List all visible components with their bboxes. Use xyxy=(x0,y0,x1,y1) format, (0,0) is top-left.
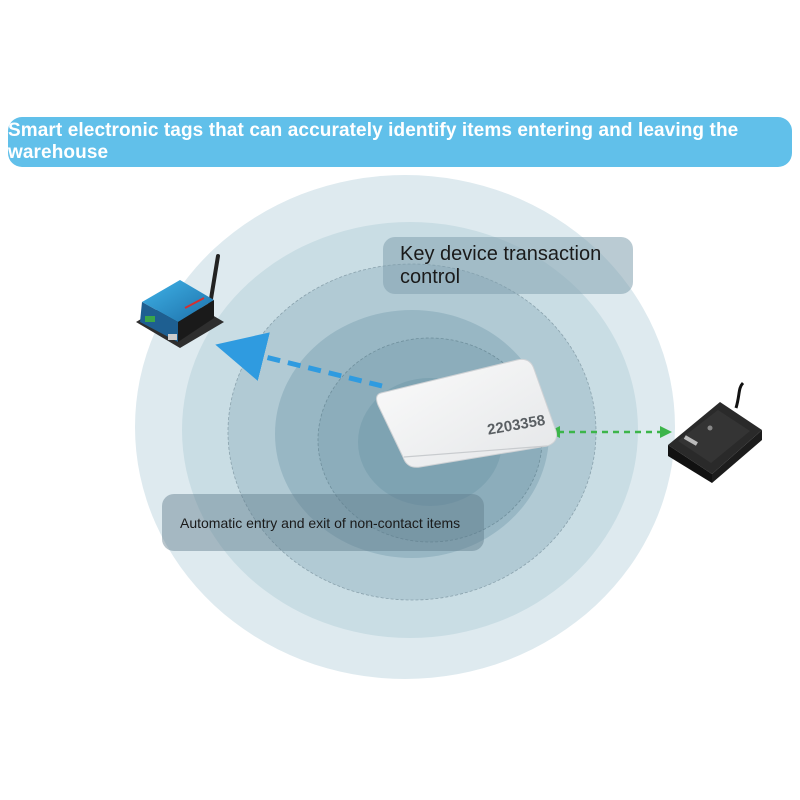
key-device-label-box: Key device transaction control xyxy=(383,237,633,294)
key-device-label: Key device transaction control xyxy=(400,243,633,289)
automatic-entry-label: Automatic entry and exit of non-contact … xyxy=(180,515,460,531)
automatic-entry-label-box: Automatic entry and exit of non-contact … xyxy=(162,494,484,551)
desktop-rfid-reader-icon xyxy=(668,383,762,483)
